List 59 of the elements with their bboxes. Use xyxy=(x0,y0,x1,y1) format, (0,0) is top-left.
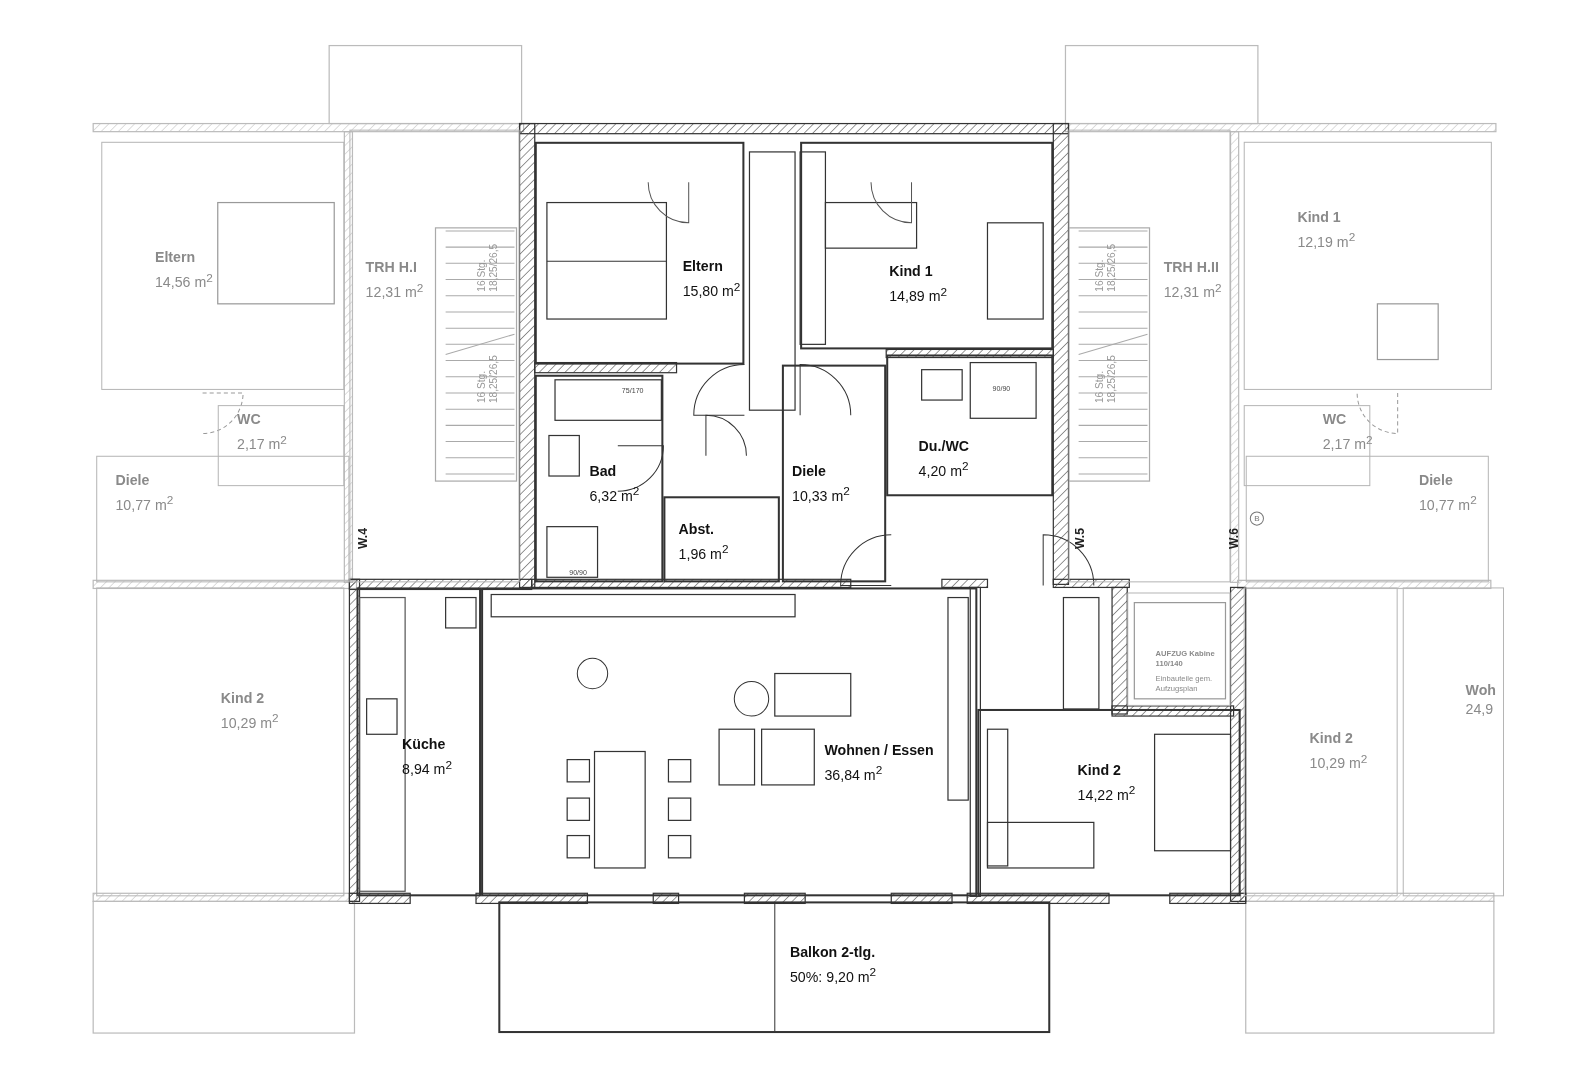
room-area: 24,9 xyxy=(1465,700,1494,719)
room-name: Eltern xyxy=(154,249,196,267)
room-area: 14,22 m$^{2}$ xyxy=(1077,780,1136,804)
room-area: 6,32 m$^{2}$ xyxy=(589,482,640,506)
room-name: Du./WC xyxy=(918,437,969,455)
room-name: Kind 2 xyxy=(1077,761,1121,779)
room-area: 12,31 m$^{2}$ xyxy=(1163,278,1222,302)
balcony xyxy=(498,901,1051,1034)
room-area: 14,56 m$^{2}$ xyxy=(154,268,213,292)
room-name: Eltern xyxy=(682,258,723,276)
stair-note: 16 Stg. 18,25/26,5 xyxy=(1093,354,1119,404)
room-name: Bad xyxy=(589,462,617,481)
room-area: 2,17 m$^{2}$ xyxy=(237,430,287,454)
room-name: Kind 1 xyxy=(1297,208,1341,226)
room-area: 14,89 m$^{2}$ xyxy=(889,282,948,306)
room-name: TRH H.I xyxy=(365,259,417,277)
room-name: Balkon 2-tlg. xyxy=(790,943,876,962)
room-name: Diele xyxy=(1418,471,1453,490)
stair-note: 16 Stg. 18,25/26,5 xyxy=(476,354,501,404)
room-name: Diele xyxy=(115,471,150,490)
room-name: WC xyxy=(237,411,261,429)
room-area: 36,84 m$^{2}$ xyxy=(824,760,883,784)
room xyxy=(534,141,745,365)
room-area: 10,29 m$^{2}$ xyxy=(1309,749,1368,773)
room-area: 1,96 m$^{2}$ xyxy=(678,539,729,563)
room-name: Kind 1 xyxy=(889,263,933,281)
room-area: 12,31 m$^{2}$ xyxy=(365,278,424,302)
wall-tag: W.6 xyxy=(1227,528,1240,549)
room-name: WC xyxy=(1322,411,1347,429)
room-area: 10,77 m$^{2}$ xyxy=(1418,491,1477,515)
room xyxy=(534,374,664,583)
room-name: Kind 2 xyxy=(1309,730,1353,748)
room-area: 10,77 m$^{2}$ xyxy=(115,491,174,515)
room-area: 2,17 m$^{2}$ xyxy=(1322,430,1373,454)
room xyxy=(800,141,1054,350)
room-name: Küche xyxy=(402,736,446,754)
wall-tag: W.4 xyxy=(356,528,369,549)
room-area: 10,33 m$^{2}$ xyxy=(792,482,850,506)
room xyxy=(886,354,1054,497)
room-name: Wohnen / Essen xyxy=(824,741,934,759)
room xyxy=(356,587,482,897)
room-name: Woh xyxy=(1465,681,1496,699)
room-name: Kind 2 xyxy=(220,689,265,707)
room-area: 4,20 m$^{2}$ xyxy=(918,456,969,480)
stair-note: 16 Stg. 18,25/26,5 xyxy=(476,242,501,292)
room xyxy=(781,364,887,583)
room xyxy=(481,587,978,897)
room-name: TRH H.II xyxy=(1163,259,1219,277)
room xyxy=(977,708,1241,897)
room-area: 50%: 9,20 m$^{2}$ xyxy=(790,963,877,987)
room-name: Diele xyxy=(792,462,826,481)
room-area: 12,19 m$^{2}$ xyxy=(1297,227,1356,251)
room-area: 8,94 m$^{2}$ xyxy=(402,755,452,779)
room xyxy=(663,496,780,583)
stair-note: 16 Stg. 18,25/26,5 xyxy=(1093,242,1119,292)
room-name: Abst. xyxy=(678,520,714,538)
room-area: 15,80 m$^{2}$ xyxy=(682,277,741,301)
wall-tag: W.5 xyxy=(1073,528,1086,549)
room-area: 10,29 m$^{2}$ xyxy=(220,708,279,732)
